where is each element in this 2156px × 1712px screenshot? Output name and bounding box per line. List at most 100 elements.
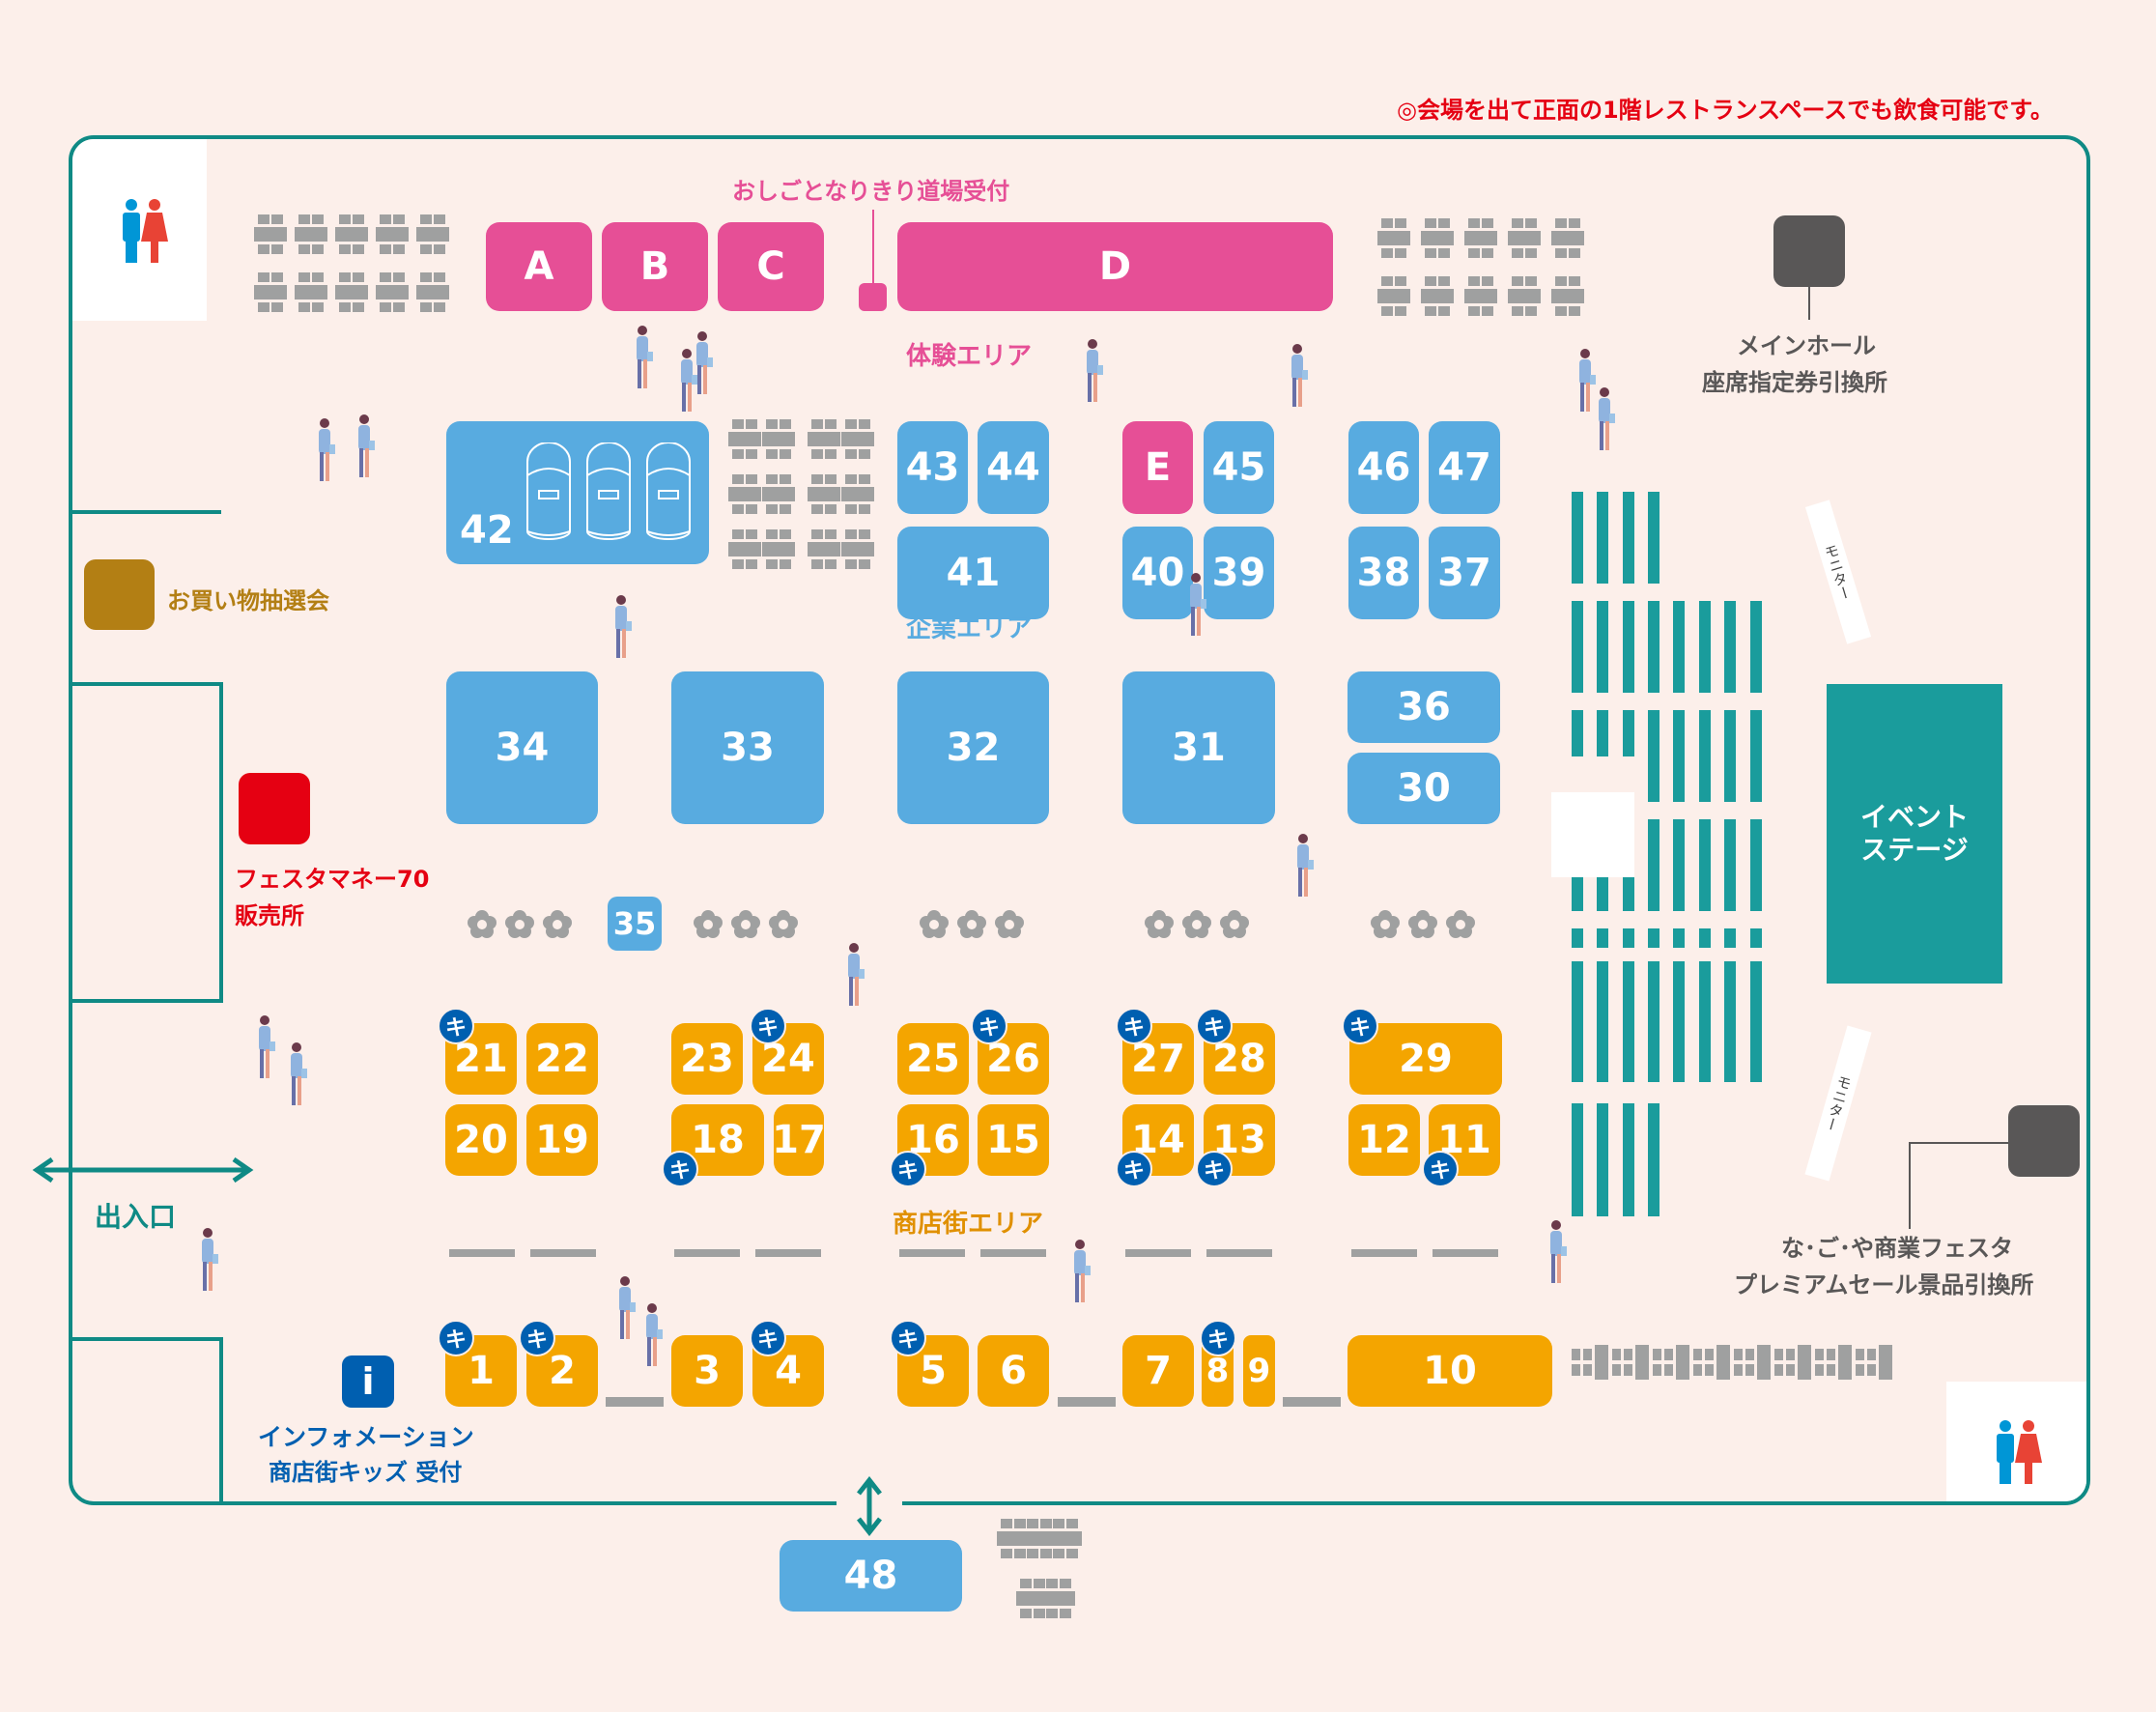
booth-19[interactable]: 19 [526,1104,598,1176]
seat-row [1597,710,1608,756]
venue-wall [69,135,2090,1505]
booth-D[interactable]: D [897,222,1333,311]
booth-25[interactable]: 25 [897,1023,969,1095]
booth-15[interactable]: 15 [978,1104,1049,1176]
kids-badge-icon: キ [1196,1008,1233,1044]
information-icon[interactable]: i [342,1355,394,1408]
table [808,487,840,501]
booth-46[interactable]: 46 [1348,421,1419,514]
booth-30[interactable]: 30 [1348,753,1500,824]
chair [353,214,364,224]
chair [811,419,823,429]
chair [811,474,823,484]
seat-row [1699,601,1711,693]
booth-12[interactable]: 12 [1348,1104,1420,1176]
booth-26[interactable]: 26 [978,1023,1049,1095]
booth-47[interactable]: 47 [1429,421,1500,514]
dojo-reception-marker[interactable] [859,283,887,311]
seat-row [1572,1103,1583,1216]
experience-area-label: 体験エリア [906,342,1033,371]
chair [811,529,823,539]
booth-17[interactable]: 17 [772,1104,826,1176]
booth-9[interactable]: 9 [1243,1335,1275,1407]
table [376,285,409,300]
booth-40[interactable]: 40 [1122,527,1193,619]
booth-B[interactable]: B [602,222,708,311]
booth-43[interactable]: 43 [897,421,968,514]
booth-6[interactable]: 6 [978,1335,1049,1407]
lottery-marker[interactable] [84,559,155,630]
chair [1425,306,1436,316]
seat-row [1648,710,1660,802]
dining-notice: ◎会場を出て正面の1階レストランスペースでも飲食可能です。 [1397,97,2054,124]
chair [766,419,778,429]
booth-23[interactable]: 23 [671,1023,743,1095]
chair [434,214,445,224]
booth-C[interactable]: C [718,222,824,311]
flower-icon [1371,910,1400,939]
flower-icon [694,910,723,939]
booth-E[interactable]: E [1122,421,1193,514]
chair [1664,1349,1673,1360]
chair [393,214,405,224]
booth-42[interactable]: 42 [446,421,709,564]
table [335,227,368,242]
booth-41[interactable]: 41 [897,527,1049,619]
booth-20[interactable]: 20 [445,1104,517,1176]
chair [1815,1364,1824,1376]
chair [825,504,837,514]
seat-row [1750,819,1762,911]
booth-44[interactable]: 44 [978,421,1049,514]
chair [780,474,791,484]
kids-badge-icon: キ [971,1008,1007,1044]
flower-icon [468,910,496,939]
booth-21[interactable]: 21 [445,1023,517,1095]
booth-22[interactable]: 22 [526,1023,598,1095]
booth-38[interactable]: 38 [1348,527,1419,619]
chair [1827,1364,1835,1376]
booth-27[interactable]: 27 [1122,1023,1194,1095]
booth-39[interactable]: 39 [1204,527,1274,619]
booth-10[interactable]: 10 [1348,1335,1552,1407]
booth-11[interactable]: 11 [1429,1104,1500,1176]
premium-exchange-marker[interactable] [2008,1105,2080,1177]
chair [859,559,870,569]
booth-35[interactable]: 35 [608,897,662,951]
flower-icon [769,910,798,939]
main-hall-exchange-marker[interactable] [1773,215,1845,287]
booth-3[interactable]: 3 [671,1335,743,1407]
premium-label-1: な･ご･や商業フェスタ [1781,1235,2013,1262]
shopping-area-label: 商店街エリア [893,1210,1044,1239]
aisle-bench [674,1249,740,1257]
person-illustration [197,1227,220,1298]
chair [434,302,445,312]
chair [780,504,791,514]
chair [298,302,310,312]
chair [271,272,283,282]
booth-32[interactable]: 32 [897,671,1049,824]
chair [766,559,778,569]
table [808,432,840,446]
entrance-label: 出入口 [95,1201,177,1233]
chair [1512,276,1523,286]
booth-36[interactable]: 36 [1348,671,1500,743]
chair [1734,1364,1743,1376]
flower-icon [1220,910,1249,939]
booth-7[interactable]: 7 [1122,1335,1194,1407]
event-stage[interactable]: イベント ステージ [1827,684,2002,984]
booth-A[interactable]: A [486,222,592,311]
booth-5[interactable]: 5 [897,1335,969,1407]
person-illustration [1082,338,1105,410]
chair [1034,1579,1045,1588]
booth-31[interactable]: 31 [1122,671,1275,824]
table [997,1531,1030,1546]
chair [780,529,791,539]
booth-45[interactable]: 45 [1204,421,1274,514]
festa-money-marker[interactable] [239,773,310,844]
chair [1020,1579,1032,1588]
booth-34[interactable]: 34 [446,671,598,824]
booth-48[interactable]: 48 [780,1540,962,1612]
booth-33[interactable]: 33 [671,671,824,824]
chair [393,272,405,282]
booth-37[interactable]: 37 [1429,527,1500,619]
